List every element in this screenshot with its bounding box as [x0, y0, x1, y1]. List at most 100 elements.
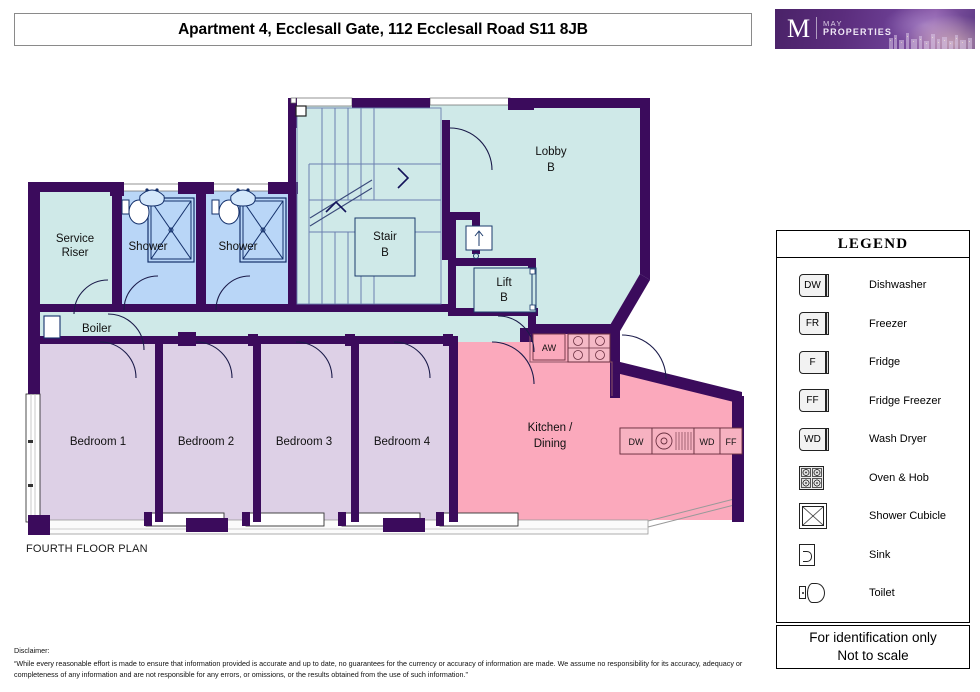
freezer-icon: FR: [799, 310, 833, 338]
dishwasher-icon: DW: [799, 271, 833, 299]
tag-ff: FF: [726, 437, 737, 447]
appliance-tag: WD: [799, 427, 829, 451]
label-shower-2: Shower: [219, 241, 258, 253]
logo-line-1: MAY: [823, 19, 843, 28]
door-swings: [73, 127, 667, 385]
legend-item-label: Fridge: [869, 356, 901, 369]
kitchen-lower-run: [619, 427, 743, 455]
legend-item-label: Oven & Hob: [869, 471, 929, 484]
legend-item-fridge: F Fridge: [777, 343, 969, 382]
cubicle-glyph: [799, 503, 827, 530]
label-stair-2: B: [381, 247, 389, 259]
toilet-icon: [799, 579, 833, 607]
room-fill-bedroom-1: [40, 342, 158, 520]
footer-line-2: Not to scale: [837, 648, 909, 663]
stair-treads: [296, 107, 442, 305]
kitchen-ff: [719, 427, 743, 455]
title-bar: Apartment 4, Ecclesall Gate, 112 Ecclesa…: [14, 13, 752, 46]
tag-wd: WD: [700, 437, 715, 447]
room-fill-bedroom-4: [358, 342, 452, 520]
footer-line-1: For identification only: [809, 630, 937, 645]
label-bedroom-3: Bedroom 3: [276, 436, 332, 448]
label-stair-1: Stair: [373, 231, 397, 243]
door-bedroom-1: [99, 341, 137, 379]
label-bedroom-4: Bedroom 4: [374, 436, 431, 448]
kitchen-units: [529, 333, 743, 455]
legend-item-label: Fridge Freezer: [869, 394, 942, 407]
skyline-graphic: [889, 33, 972, 49]
appliance-tag: F: [799, 350, 829, 374]
company-logo: M MAY PROPERTIES: [775, 9, 975, 49]
shower-cubicle-icon: [799, 502, 833, 530]
floor-plan: Service Riser Shower Shower Boiler Stair…: [0, 60, 770, 560]
door-stair-lobby: [449, 127, 493, 171]
legend-item-label: Dishwasher: [869, 279, 927, 292]
room-fill-bedroom-2: [162, 342, 256, 520]
legend-item-label: Shower Cubicle: [869, 510, 947, 523]
basin-1: [139, 188, 165, 207]
kitchen-aw-box: [532, 333, 566, 361]
door-boiler-cupboard: [107, 313, 145, 351]
appliance-tag-labels: AW DW WD FF: [542, 343, 737, 447]
appliance-tag: DW: [799, 273, 829, 297]
stair-label-box: [354, 217, 416, 277]
label-boiler: Boiler: [82, 323, 112, 335]
legend-item-wash-dryer: WD Wash Dryer: [777, 420, 969, 459]
door-shower-2: [215, 275, 251, 311]
door-service-riser: [73, 279, 109, 315]
shower-cubicle-1: [147, 197, 195, 263]
fridge-icon: F: [799, 348, 833, 376]
legend-item-label: Sink: [869, 548, 891, 561]
door-bedroom-2: [195, 341, 233, 379]
label-shower-1: Shower: [129, 241, 168, 253]
label-lobby-2: B: [547, 162, 555, 174]
legend-item-freezer: FR Freezer: [777, 305, 969, 344]
legend-item-oven-hob: Oven & Hob: [777, 459, 969, 498]
page-title: Apartment 4, Ecclesall Gate, 112 Ecclesa…: [178, 20, 588, 38]
oven-hob-icon: [799, 464, 833, 492]
room-fill-bedroom-3: [260, 342, 354, 520]
appliance-tag: FF: [799, 389, 829, 413]
label-service-riser-2: Riser: [62, 247, 89, 259]
door-entry-right: [621, 334, 667, 380]
room-labels: Service Riser Shower Shower Boiler Stair…: [56, 146, 573, 450]
tag-aw: AW: [542, 343, 557, 353]
sink-icon: [799, 541, 833, 569]
label-lift-1: Lift: [496, 277, 512, 289]
logo-line-2: PROPERTIES: [823, 27, 893, 37]
disclaimer-title: Disclaimer:: [14, 646, 50, 655]
fridge-freezer-icon: FF: [799, 387, 833, 415]
legend-items: DW Dishwasher FR Freezer F Fridge FF: [777, 258, 969, 613]
door-shower-1: [123, 275, 159, 311]
floor-plan-caption: FOURTH FLOOR PLAN: [26, 543, 148, 555]
legend-item-shower-cubicle: Shower Cubicle: [777, 497, 969, 536]
lift-box: [473, 267, 537, 313]
door-kitchen: [491, 341, 535, 385]
shower-cubicle-2: [239, 197, 287, 263]
door-bedroom-3: [295, 341, 333, 379]
legend-item-sink: Sink: [777, 536, 969, 575]
window-top-stair-2: [429, 97, 511, 106]
toilet-1: [121, 199, 150, 225]
legend-item-dishwasher: DW Dishwasher: [777, 266, 969, 305]
basin-2: [230, 188, 256, 207]
label-kitchen-2: Dining: [534, 438, 567, 450]
label-bedroom-2: Bedroom 2: [178, 436, 234, 448]
legend-footer: For identification only Not to scale: [776, 625, 970, 669]
legend-item-label: Freezer: [869, 317, 907, 330]
label-service-riser-1: Service: [56, 233, 94, 245]
label-lift-2: B: [500, 292, 508, 304]
plan-detail-lines: [290, 97, 537, 313]
logo-divider: [816, 17, 817, 39]
label-lobby-1: Lobby: [535, 146, 567, 158]
legend-item-fridge-freezer: FF Fridge Freezer: [777, 382, 969, 421]
kitchen-dw: [619, 427, 653, 455]
legend-title: LEGEND: [777, 231, 969, 258]
wash-dryer-icon: WD: [799, 425, 833, 453]
sink-glyph: [799, 543, 815, 566]
hob-glyph: [799, 465, 824, 490]
boiler-box: [43, 315, 61, 339]
label-kitchen-1: Kitchen /: [528, 422, 574, 434]
window-left: [25, 393, 41, 523]
